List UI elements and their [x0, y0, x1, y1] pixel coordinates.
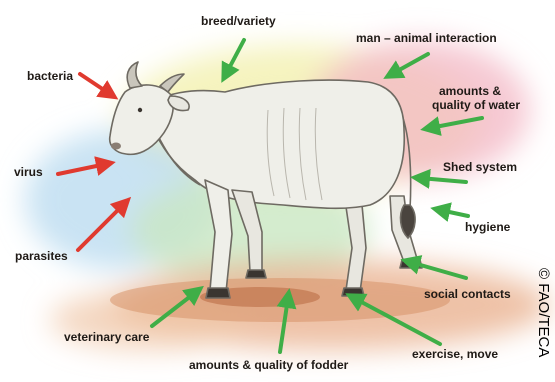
- label-exercise-move: exercise, move: [412, 347, 498, 361]
- arrow-bacteria: [80, 74, 110, 94]
- label-amounts-quality-fodder: amounts & quality of fodder: [189, 358, 348, 372]
- label-virus: virus: [14, 165, 43, 179]
- label-man-animal-interaction: man – animal interaction: [356, 31, 497, 45]
- label-shed-system: Shed system: [443, 160, 517, 174]
- label-hygiene: hygiene: [465, 220, 510, 234]
- arrow-shed: [420, 178, 466, 182]
- label-amounts-water-line2: quality of water: [432, 98, 520, 112]
- label-amounts-water-line1: amounts &: [439, 84, 501, 98]
- label-parasites: parasites: [15, 249, 68, 263]
- label-breed-variety: breed/variety: [201, 14, 276, 28]
- arrow-hygiene: [440, 210, 468, 216]
- label-social-contacts: social contacts: [424, 287, 511, 301]
- label-veterinary-care: veterinary care: [64, 330, 149, 344]
- ground: [110, 278, 450, 322]
- label-bacteria: bacteria: [27, 69, 73, 83]
- copyright-credit: © FAO/TECA: [535, 268, 552, 357]
